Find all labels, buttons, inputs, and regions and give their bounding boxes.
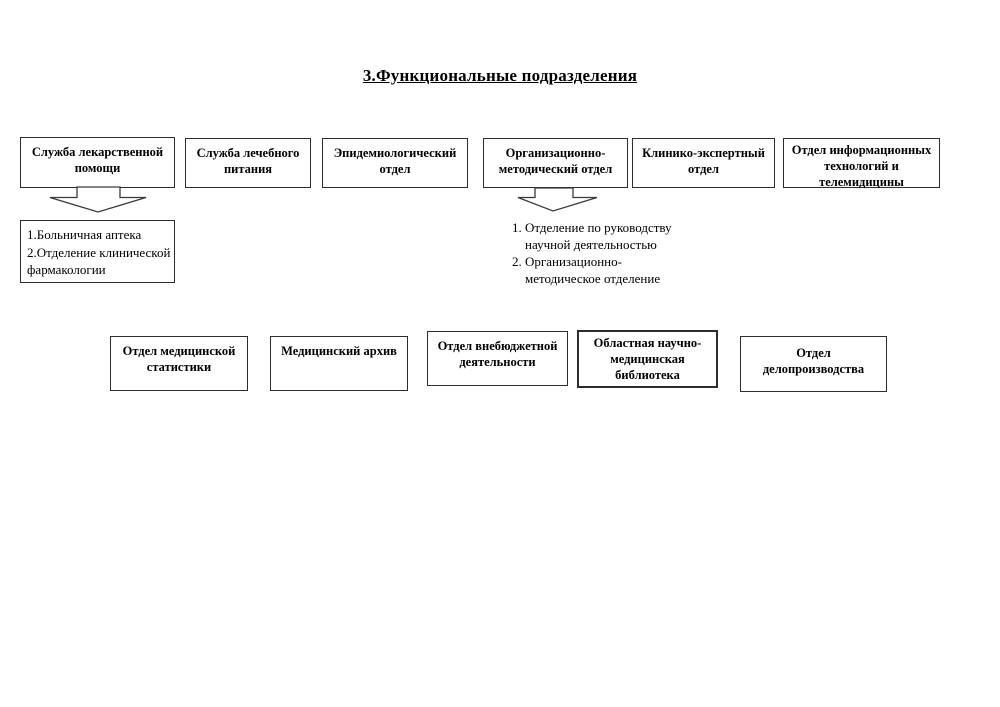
org-method-sub-list: Отделение по руководству научной деятель… [495,219,687,288]
dept-label: Областная научно-медицинская библиотека [593,336,702,382]
dept-label: Служба лекарственной помощи [31,145,164,175]
list-item: Отделение по руководству научной деятель… [525,219,687,253]
dept-box-medical-library: Областная научно-медицинская библиотека [577,330,718,388]
dept-box-records-management: Отдел делопроизводства [740,336,887,392]
dept-label: Эпидемиологический отдел [333,146,457,176]
dept-label: Служба лечебного питания [196,146,300,176]
down-arrow-icon [517,187,598,212]
page-title: 3.Функциональные подразделения [362,66,638,85]
dept-label: Отдел делопроизводства [762,346,865,376]
dept-label: Отдел внебюджетной деятельности [437,339,558,369]
dept-box-extrabudgetary-activity: Отдел внебюджетной деятельности [427,331,568,386]
dept-label: Медицинский архив [281,344,397,358]
dept-box-drug-assistance-service: Служба лекарственной помощи [20,137,175,188]
dept-box-clinical-expert: Клинико-экспертный отдел [632,138,775,188]
dept-box-epidemiology: Эпидемиологический отдел [322,138,468,188]
pharmacy-sub-box-text: 1.Больничная аптека 2.Отделение клиничес… [27,227,171,278]
dept-label: Отдел информационных технологий и телеми… [791,143,932,189]
pharmacy-sub-box: 1.Больничная аптека 2.Отделение клиничес… [20,220,175,283]
dept-label: Организационно-методический отдел [498,146,613,176]
list-item: Организационно-методическое отделение [525,253,687,287]
dept-box-org-methodical: Организационно-методический отдел [483,138,628,188]
dept-box-nutrition-service: Служба лечебного питания [185,138,311,188]
dept-label: Отдел медицинской статистики [122,344,236,374]
dept-box-medical-archive: Медицинский архив [270,336,408,391]
dept-box-medical-statistics: Отдел медицинской статистики [110,336,248,391]
dept-label: Клинико-экспертный отдел [642,146,765,176]
down-arrow-icon [49,186,147,213]
dept-box-it-telemedicine: Отдел информационных технологий и телеми… [783,138,940,189]
